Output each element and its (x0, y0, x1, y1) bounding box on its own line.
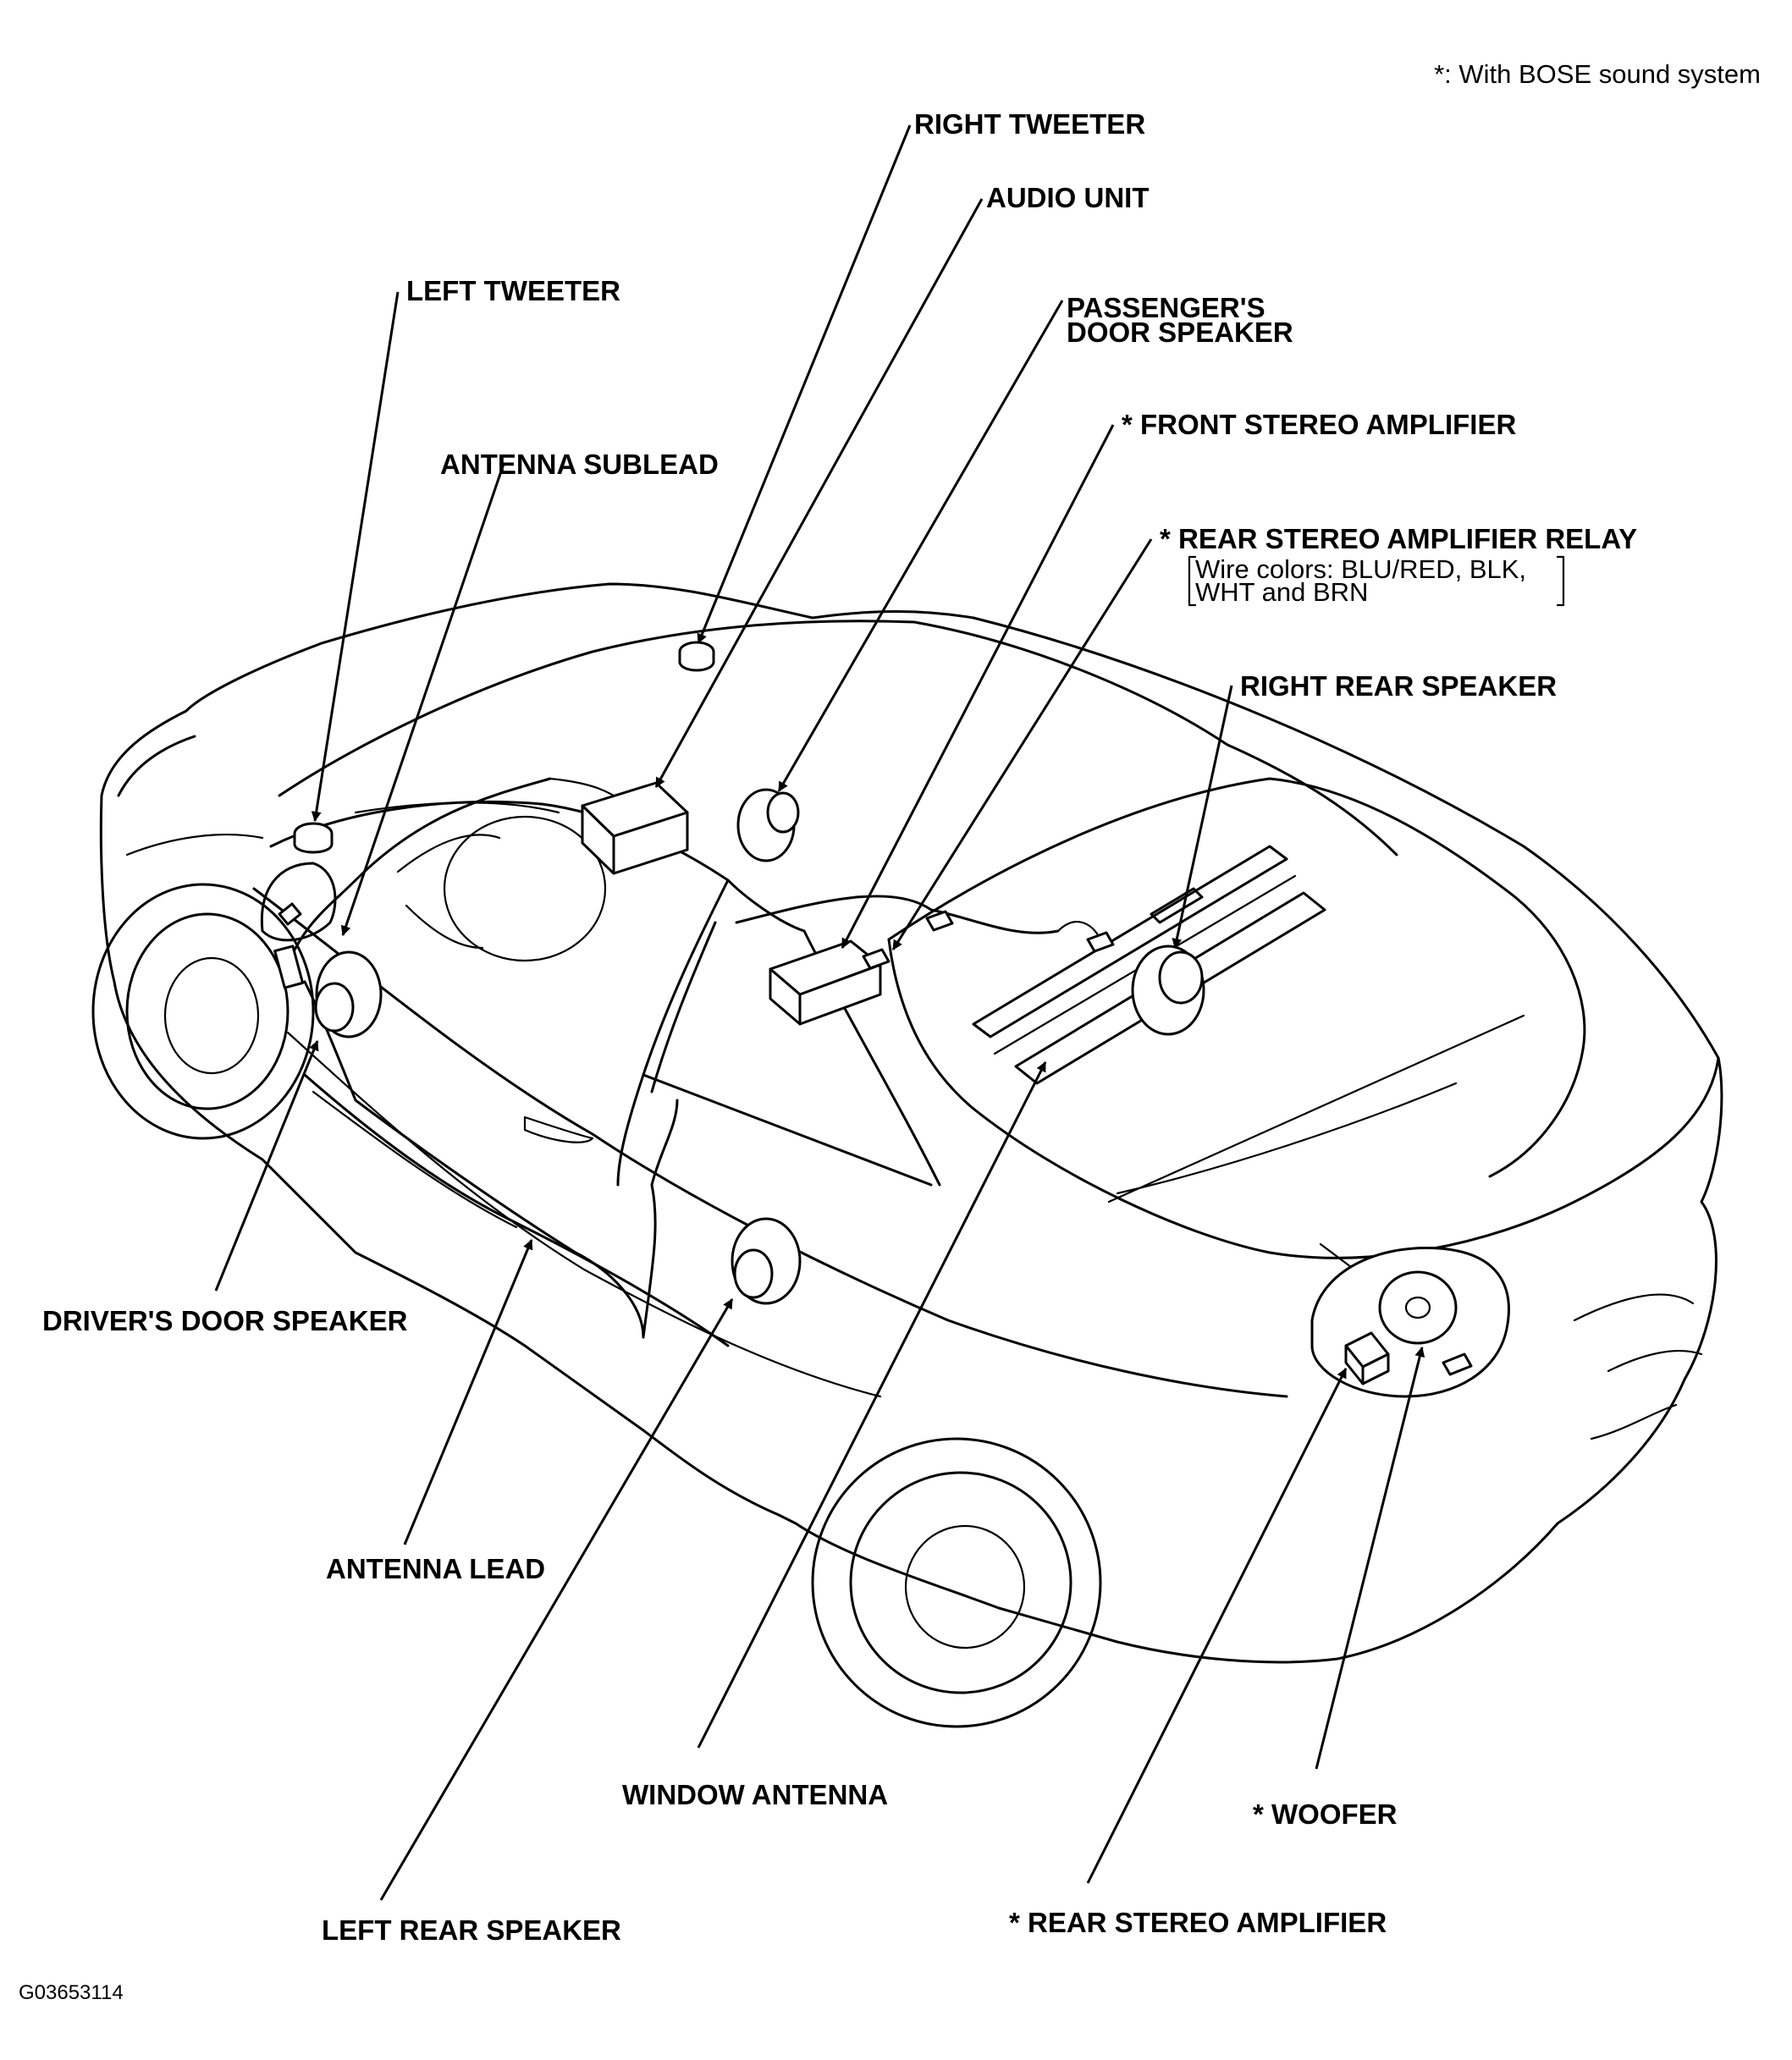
right-rear-speaker (1131, 945, 1205, 1036)
leader-rear-amp-relay (891, 538, 1153, 950)
right-tweeter (678, 641, 715, 672)
rear-stereo-amplifier-and-woofer (1310, 1246, 1510, 1398)
label-antenna-lead: ANTENNA LEAD (326, 1553, 545, 1584)
leader-lines (214, 124, 1425, 1901)
label-woofer: * WOOFER (1253, 1798, 1398, 1830)
bose-note: *: With BOSE sound system (1434, 59, 1761, 89)
rear-wheel (811, 1437, 1102, 1728)
figure-code: G03653114 (19, 1981, 124, 2004)
passengers-door-speaker (736, 788, 800, 862)
leader-left-rear-speaker (379, 1298, 734, 1901)
leader-drivers-door-speaker (214, 1040, 319, 1292)
label-right-tweeter: RIGHT TWEETER (914, 108, 1145, 140)
leader-rear-stereo-amplifier (1086, 1368, 1348, 1884)
label-window-antenna: WINDOW ANTENNA (622, 1779, 888, 1810)
leader-passengers-door-speaker (777, 300, 1064, 792)
leader-window-antenna (697, 1061, 1047, 1749)
leader-left-tweeter (311, 291, 400, 822)
label-passengers-door-speaker-line1: PASSENGER'S (1067, 292, 1265, 323)
front-wheel (91, 883, 315, 1140)
leader-front-stereo-amplifier (841, 424, 1115, 949)
car-body-outline (99, 582, 1723, 1664)
leader-antenna-lead (403, 1239, 533, 1545)
label-wire-colors-line1: Wire colors: BLU/RED, BLK, (1195, 554, 1526, 584)
label-left-rear-speaker: LEFT REAR SPEAKER (322, 1914, 621, 1946)
leader-antenna-sublead (340, 463, 505, 936)
label-right-rear-speaker: RIGHT REAR SPEAKER (1240, 670, 1557, 702)
label-left-tweeter: LEFT TWEETER (406, 275, 620, 306)
label-wire-colors-line2: WHT and BRN (1195, 577, 1368, 607)
left-rear-speaker (731, 1217, 802, 1305)
audio-unit (581, 781, 689, 875)
front-stereo-amplifier (769, 939, 890, 1026)
label-passengers-door-speaker-line2: DOOR SPEAKER (1067, 317, 1293, 348)
leader-right-rear-speaker (1172, 685, 1233, 949)
leader-audio-unit (654, 198, 984, 788)
leader-woofer (1315, 1347, 1425, 1770)
wire-colors-bracket (1188, 555, 1565, 607)
drivers-door-speaker (314, 950, 383, 1038)
label-drivers-door-speaker: DRIVER'S DOOR SPEAKER (42, 1305, 408, 1336)
leader-right-tweeter (697, 124, 912, 644)
left-tweeter (293, 822, 334, 854)
label-front-stereo-amplifier: * FRONT STEREO AMPLIFIER (1122, 409, 1516, 440)
label-audio-unit: AUDIO UNIT (986, 182, 1150, 213)
label-rear-stereo-amplifier: * REAR STEREO AMPLIFIER (1009, 1907, 1387, 1938)
label-antenna-sublead: ANTENNA SUBLEAD (440, 449, 719, 480)
label-rear-stereo-amplifier-relay: * REAR STEREO AMPLIFIER RELAY (1160, 523, 1637, 554)
wiring-harness (273, 777, 1115, 1339)
